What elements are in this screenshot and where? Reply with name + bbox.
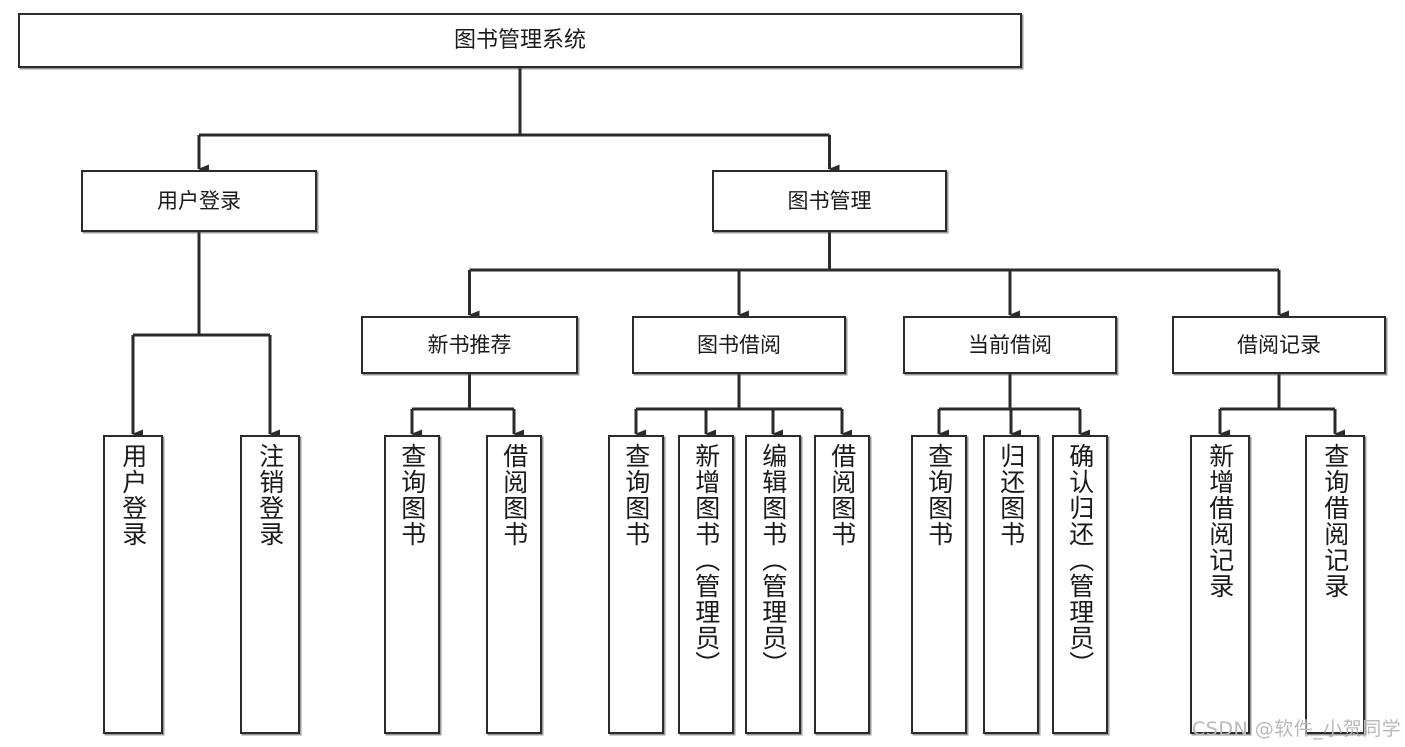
node-lf-8[interactable]: 借阅图书: [814, 435, 870, 734]
node-label: 查询图书: [621, 443, 651, 547]
node-l3-current[interactable]: 当前借阅: [903, 316, 1117, 374]
node-lf-4[interactable]: 借阅图书: [486, 435, 542, 734]
node-label: 借阅图书: [499, 443, 529, 547]
node-lf-12[interactable]: 新增借阅记录: [1190, 435, 1250, 734]
node-label: 查询图书: [397, 443, 427, 547]
node-l2-bookmgmt[interactable]: 图书管理: [712, 170, 947, 232]
node-lf-13[interactable]: 查询借阅记录: [1305, 435, 1365, 734]
node-label: 图书管理: [787, 188, 872, 213]
node-l3-record[interactable]: 借阅记录: [1172, 316, 1386, 374]
node-lf-2[interactable]: 注销登录: [240, 435, 300, 734]
node-label: 借阅记录: [1237, 332, 1321, 357]
node-l3-borrow[interactable]: 图书借阅: [632, 316, 846, 374]
node-lf-11[interactable]: 确认归还（管理员）: [1052, 435, 1108, 734]
node-label: 用户登录: [157, 188, 241, 213]
node-label: 查询图书: [924, 443, 954, 547]
node-root[interactable]: 图书管理系统: [18, 13, 1022, 68]
node-l3-newbook[interactable]: 新书推荐: [361, 316, 578, 374]
node-label: 图书管理系统: [453, 27, 586, 53]
node-label: 新增图书（管理员）: [691, 443, 721, 677]
node-label: 当前借阅: [968, 332, 1052, 357]
node-lf-3[interactable]: 查询图书: [384, 435, 440, 734]
node-label: 查询借阅记录: [1320, 443, 1350, 599]
node-l2-login[interactable]: 用户登录: [81, 170, 317, 232]
node-lf-5[interactable]: 查询图书: [608, 435, 664, 734]
node-label: 图书借阅: [697, 332, 781, 357]
node-lf-6[interactable]: 新增图书（管理员）: [678, 435, 734, 734]
node-label: 编辑图书（管理员）: [758, 443, 788, 677]
node-label: 新书推荐: [427, 332, 512, 357]
node-lf-1[interactable]: 用户登录: [103, 435, 163, 734]
node-lf-7[interactable]: 编辑图书（管理员）: [745, 435, 801, 734]
node-label: 用户登录: [118, 443, 148, 547]
node-label: 借阅图书: [827, 443, 857, 547]
node-label: 注销登录: [255, 443, 285, 547]
node-label: 确认归还（管理员）: [1065, 443, 1095, 677]
node-label: 归还图书: [996, 443, 1026, 547]
node-label: 新增借阅记录: [1205, 443, 1235, 599]
node-lf-10[interactable]: 归还图书: [983, 435, 1039, 734]
node-lf-9[interactable]: 查询图书: [911, 435, 967, 734]
